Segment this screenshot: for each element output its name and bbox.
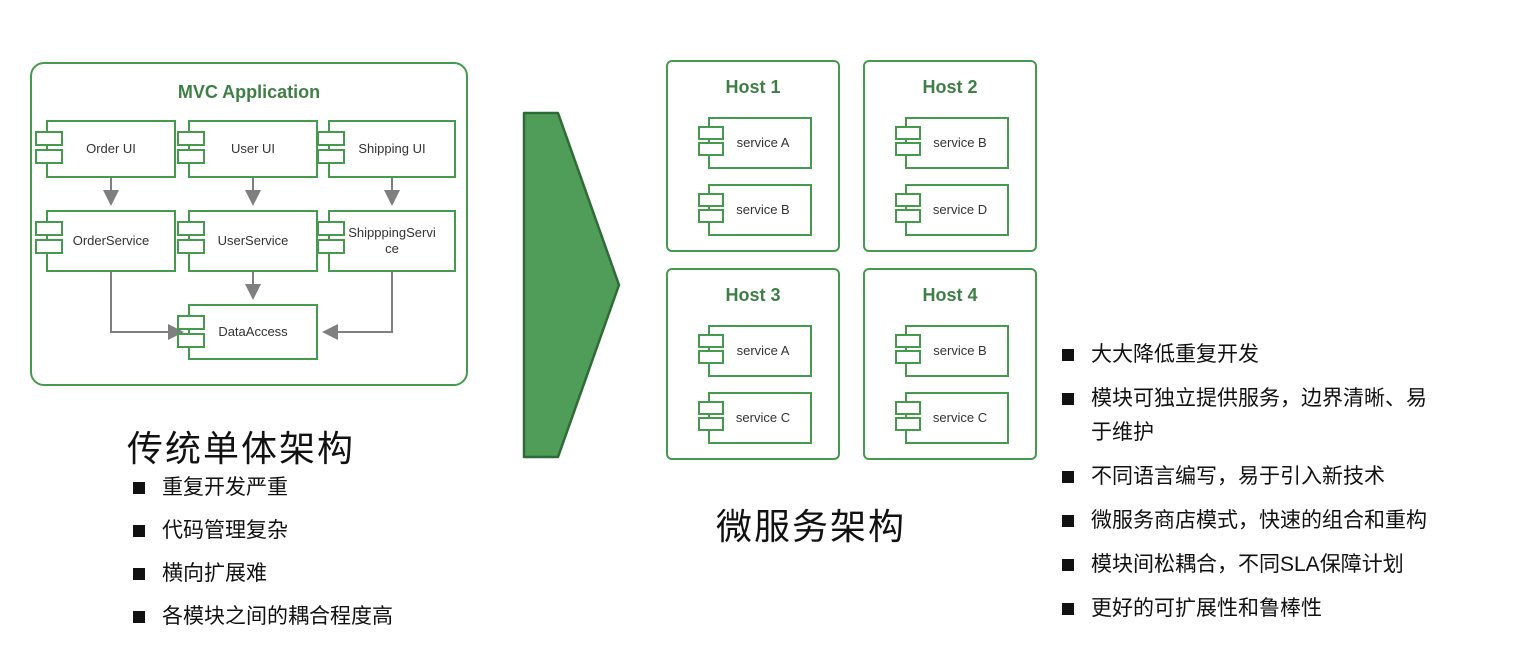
host-title: Host 4: [922, 285, 978, 305]
bullet-square-icon: [1062, 603, 1074, 615]
component-label: User UI: [230, 140, 276, 156]
transition-arrow-icon: [522, 111, 621, 459]
component-user-ui: User UI: [177, 120, 318, 178]
bullet-square-icon: [133, 482, 145, 494]
component-service: service D: [895, 184, 1009, 236]
list-item: 重复开发严重: [133, 472, 473, 504]
microservice-bullet-list: 大大降低重复开发 模块可独立提供服务，边界清晰、易于维护 不同语言编写，易于引入…: [1062, 338, 1442, 626]
bullet-square-icon: [1062, 349, 1074, 361]
host-2-box: Host 2 service B service D: [863, 60, 1037, 252]
list-item: 模块可独立提供服务，边界清晰、易于维护: [1062, 382, 1442, 450]
list-item: 不同语言编写，易于引入新技术: [1062, 460, 1442, 494]
bullet-text: 模块可独立提供服务，边界清晰、易于维护: [1091, 387, 1427, 444]
bullet-text: 模块间松耦合，不同SLA保障计划: [1091, 553, 1404, 576]
component-label: Shipping UI: [358, 140, 426, 156]
component-data-access: DataAccess: [177, 304, 318, 360]
bullet-square-icon: [1062, 515, 1074, 527]
component-label: OrderService: [72, 232, 150, 248]
component-shipping-service: ShipppingService: [317, 210, 456, 272]
arrow-orderservice-to-dataaccess: [110, 272, 184, 340]
bullet-text: 大大降低重复开发: [1091, 343, 1259, 366]
mvc-application-box: MVC Application Order UI User UI Shippin…: [30, 62, 468, 386]
component-label: service D: [932, 201, 988, 217]
component-service: service A: [698, 117, 812, 169]
component-order-service: OrderService: [35, 210, 176, 272]
bullet-square-icon: [1062, 471, 1074, 483]
component-service: service A: [698, 325, 812, 377]
bullet-text: 重复开发严重: [162, 476, 288, 499]
component-service: service B: [895, 117, 1009, 169]
component-label: ShipppingService: [348, 224, 436, 256]
microservice-heading: 微服务架构: [716, 506, 907, 547]
component-label: service C: [932, 409, 988, 425]
arrow-shippingservice-to-dataaccess: [322, 272, 393, 340]
component-label: UserService: [217, 232, 289, 248]
host-title: Host 2: [922, 77, 978, 97]
component-service: service C: [895, 392, 1009, 444]
list-item: 横向扩展难: [133, 558, 473, 590]
bullet-text: 微服务商店模式，快速的组合和重构: [1091, 509, 1427, 532]
component-label: Order UI: [86, 140, 136, 156]
bullet-text: 横向扩展难: [162, 562, 267, 585]
bullet-text: 代码管理复杂: [162, 519, 288, 542]
host-title: Host 3: [725, 285, 781, 305]
component-user-service: UserService: [177, 210, 318, 272]
bullet-square-icon: [133, 611, 145, 623]
component-label: service C: [735, 409, 791, 425]
bullet-square-icon: [1062, 559, 1074, 571]
list-item: 更好的可扩展性和鲁棒性: [1062, 592, 1442, 626]
component-label: service B: [933, 342, 987, 358]
component-service: service B: [895, 325, 1009, 377]
host-3-box: Host 3 service A service C: [666, 268, 840, 460]
component-label: service A: [736, 134, 790, 150]
bullet-square-icon: [133, 525, 145, 537]
list-item: 代码管理复杂: [133, 515, 473, 547]
component-shipping-ui: Shipping UI: [317, 120, 456, 178]
component-label: DataAccess: [218, 323, 288, 339]
mvc-application-title: MVC Application: [177, 82, 321, 102]
component-label: service B: [933, 134, 987, 150]
bullet-text: 各模块之间的耦合程度高: [162, 605, 393, 628]
host-1-box: Host 1 service A service B: [666, 60, 840, 252]
monolith-bullet-list: 重复开发严重 代码管理复杂 横向扩展难 各模块之间的耦合程度高: [133, 472, 473, 633]
bullet-square-icon: [133, 568, 145, 580]
component-label: service B: [736, 201, 790, 217]
host-4-box: Host 4 service B service C: [863, 268, 1037, 460]
bullet-text: 更好的可扩展性和鲁棒性: [1091, 597, 1322, 620]
bullet-square-icon: [1062, 393, 1074, 405]
list-item: 大大降低重复开发: [1062, 338, 1442, 372]
list-item: 模块间松耦合，不同SLA保障计划: [1062, 548, 1442, 582]
list-item: 各模块之间的耦合程度高: [133, 601, 473, 633]
bullet-text: 不同语言编写，易于引入新技术: [1091, 465, 1385, 488]
component-service: service B: [698, 184, 812, 236]
component-service: service C: [698, 392, 812, 444]
component-label: service A: [736, 342, 790, 358]
list-item: 微服务商店模式，快速的组合和重构: [1062, 504, 1442, 538]
component-order-ui: Order UI: [35, 120, 176, 178]
monolith-heading: 传统单体架构: [127, 428, 356, 469]
host-title: Host 1: [725, 77, 781, 97]
